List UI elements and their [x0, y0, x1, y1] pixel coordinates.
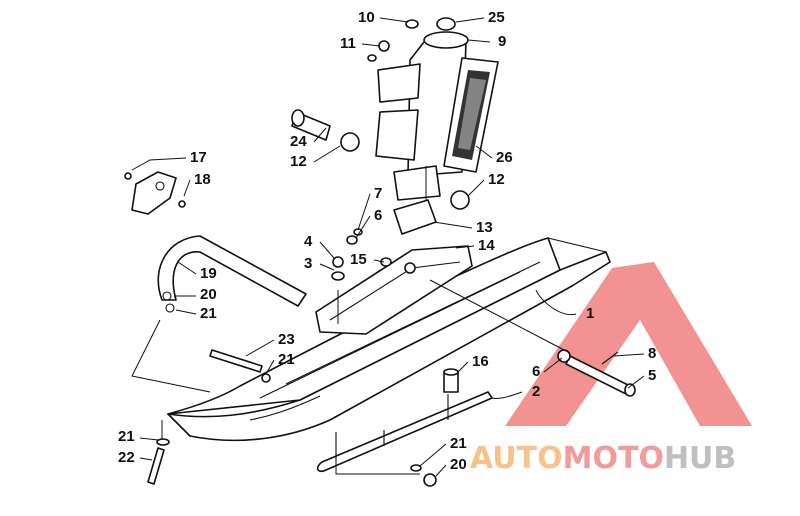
watermark-text: AUTOMOTOHUB	[470, 441, 736, 476]
callout-18: 18	[194, 171, 211, 188]
callout-labels: 1234566789101112121314151617181920212121…	[118, 9, 656, 473]
watermark-part-auto: AUTO	[470, 441, 563, 476]
callout-21: 21	[450, 435, 467, 452]
ski-saddle	[315, 245, 473, 335]
ski-bracket	[124, 171, 186, 215]
pivot-pin	[557, 349, 636, 397]
callout-3: 3	[304, 255, 312, 272]
callout-12: 12	[290, 153, 307, 170]
callout-2: 2	[532, 383, 540, 400]
callout-10: 10	[358, 9, 375, 26]
callout-9: 9	[498, 33, 506, 50]
watermark-logo	[505, 262, 752, 426]
callout-21: 21	[118, 428, 135, 445]
callout-24: 24	[290, 133, 307, 150]
callout-8: 8	[648, 345, 656, 362]
watermark-triangle-left	[505, 268, 654, 426]
watermark-triangle-inner	[566, 320, 700, 426]
callout-6: 6	[532, 363, 540, 380]
callout-22: 22	[118, 449, 135, 466]
watermark-part-hub: HUB	[664, 441, 736, 476]
callout-23: 23	[278, 331, 295, 348]
callout-16: 16	[472, 353, 489, 370]
callout-21: 21	[278, 351, 295, 368]
callout-25: 25	[488, 9, 505, 26]
callout-20: 20	[200, 286, 217, 303]
spindle-hardware	[291, 19, 470, 281]
callout-26: 26	[496, 149, 513, 166]
callout-21: 21	[200, 305, 217, 322]
callout-19: 19	[200, 265, 217, 282]
leader-lines	[131, 17, 645, 477]
spindle-decal	[443, 57, 499, 173]
callout-7: 7	[374, 185, 382, 202]
callout-12: 12	[488, 171, 505, 188]
bolts	[147, 349, 459, 487]
callout-13: 13	[476, 219, 493, 236]
watermark-part-moto: MOTO	[563, 441, 664, 476]
callout-6: 6	[374, 207, 382, 224]
callout-5: 5	[648, 367, 656, 384]
assembly-lines	[131, 166, 569, 475]
ski-loop	[157, 235, 307, 313]
callout-14: 14	[478, 237, 495, 254]
callout-20: 20	[450, 456, 467, 473]
callout-4: 4	[304, 233, 313, 250]
callout-17: 17	[190, 149, 207, 166]
callout-15: 15	[350, 251, 367, 268]
watermark-triangle-right	[612, 262, 752, 426]
callout-11: 11	[340, 35, 356, 52]
callout-1: 1	[586, 305, 594, 322]
